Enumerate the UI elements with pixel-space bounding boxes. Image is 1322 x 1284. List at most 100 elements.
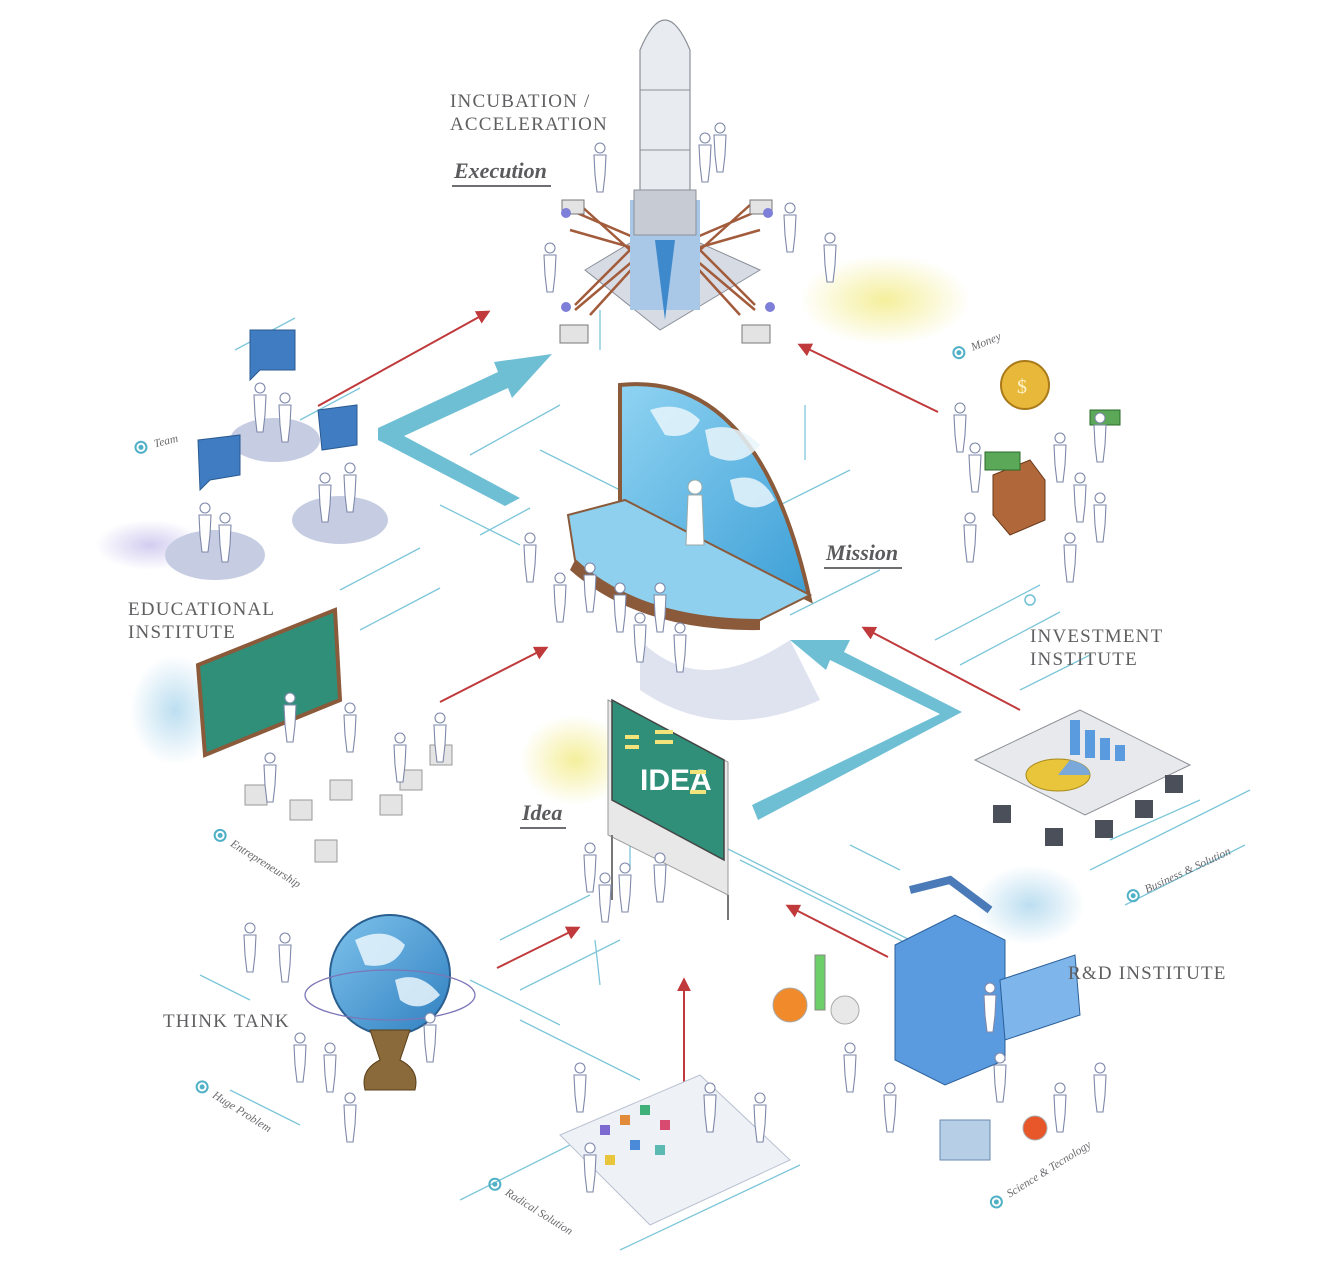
person-body	[553, 584, 567, 623]
person-head	[824, 232, 836, 244]
person-head	[584, 842, 596, 854]
person-body	[968, 454, 982, 493]
person-head	[279, 392, 291, 404]
person-body	[243, 934, 257, 973]
person-head	[884, 1082, 896, 1094]
person-head	[544, 242, 556, 254]
person-body	[653, 594, 667, 633]
person-head	[619, 862, 631, 874]
person-head	[704, 1082, 716, 1094]
person-body	[278, 404, 292, 443]
person-head	[714, 122, 726, 134]
person-head	[1094, 412, 1106, 424]
person-head	[424, 1012, 436, 1024]
rd-institute-label: R&D INSTITUTE	[1068, 963, 1227, 984]
person-head	[244, 922, 256, 934]
person-body	[618, 874, 632, 913]
person-head	[584, 562, 596, 574]
person-head	[594, 142, 606, 154]
think-tank-label: THINK TANK	[163, 1011, 290, 1032]
person-body	[953, 414, 967, 453]
person-body	[343, 1104, 357, 1143]
lab-machine	[772, 875, 1081, 1161]
person-head	[634, 612, 646, 624]
incubation-label-line1: INCUBATION /	[450, 91, 591, 112]
person-body	[433, 724, 447, 763]
person-body	[613, 594, 627, 633]
person-body	[1073, 484, 1087, 523]
person-body	[323, 1054, 337, 1093]
person-head	[1064, 532, 1076, 544]
person-body	[523, 544, 537, 583]
person-body	[963, 524, 977, 563]
person-body	[653, 864, 667, 903]
person-body	[263, 764, 277, 803]
educational-line2: INSTITUTE	[128, 622, 236, 643]
person-body	[423, 1024, 437, 1063]
person-head	[1054, 432, 1066, 444]
yellow-wash	[520, 715, 630, 805]
investment-institute-label: INVESTMENT INSTITUTE	[1030, 625, 1163, 671]
person-body	[573, 1074, 587, 1113]
person-head	[319, 472, 331, 484]
person-body	[633, 624, 647, 663]
person-head	[1094, 492, 1106, 504]
chalkboard	[195, 607, 453, 863]
person-body	[318, 484, 332, 523]
person-head	[699, 132, 711, 144]
person-body	[883, 1094, 897, 1133]
person-head	[674, 622, 686, 634]
person-head	[344, 1092, 356, 1104]
rocket-launchpad	[559, 19, 775, 344]
blue-wash	[975, 865, 1085, 945]
person-body	[583, 1154, 597, 1193]
stage-execution: Execution	[452, 158, 551, 187]
person-body	[343, 714, 357, 753]
person-body	[218, 524, 232, 563]
person-body	[293, 1044, 307, 1083]
person-head	[324, 1042, 336, 1054]
person-body	[543, 254, 557, 293]
person-head	[1074, 472, 1086, 484]
person-body	[1053, 444, 1067, 483]
person-head	[344, 702, 356, 714]
idea-board: IDEA	[607, 698, 729, 920]
person-body	[283, 704, 297, 743]
person-body	[583, 854, 597, 893]
person-head	[954, 402, 966, 414]
person-body	[198, 514, 212, 553]
person-body	[598, 884, 612, 923]
person-head	[614, 582, 626, 594]
person-head	[344, 462, 356, 474]
mission-stage	[566, 382, 820, 721]
person-head	[554, 572, 566, 584]
yellow-wash	[800, 255, 970, 345]
person-body	[698, 144, 712, 183]
person-head	[654, 582, 666, 594]
person-head	[294, 1032, 306, 1044]
person-head	[219, 512, 231, 524]
person-head	[969, 442, 981, 454]
person-head	[394, 732, 406, 744]
person-body	[843, 1054, 857, 1093]
solution-map	[559, 1074, 791, 1226]
blueprint-lines	[199, 310, 1251, 1251]
person-body	[673, 634, 687, 673]
person-body	[343, 474, 357, 513]
svg-text:$: $	[1017, 376, 1027, 398]
person-head	[434, 712, 446, 724]
red-arrows	[317, 310, 1021, 1090]
investment-table	[973, 709, 1192, 846]
person-body	[993, 1064, 1007, 1103]
person-body	[1093, 504, 1107, 543]
team-area	[165, 329, 388, 580]
person-head	[1054, 1082, 1066, 1094]
person-head	[199, 502, 211, 514]
flow-arrows	[378, 354, 962, 820]
person-head	[524, 532, 536, 544]
person-head	[844, 1042, 856, 1054]
person-head	[784, 202, 796, 214]
person-head	[1094, 1062, 1106, 1074]
investment-line1: INVESTMENT	[1030, 626, 1164, 647]
person-body	[703, 1094, 717, 1133]
